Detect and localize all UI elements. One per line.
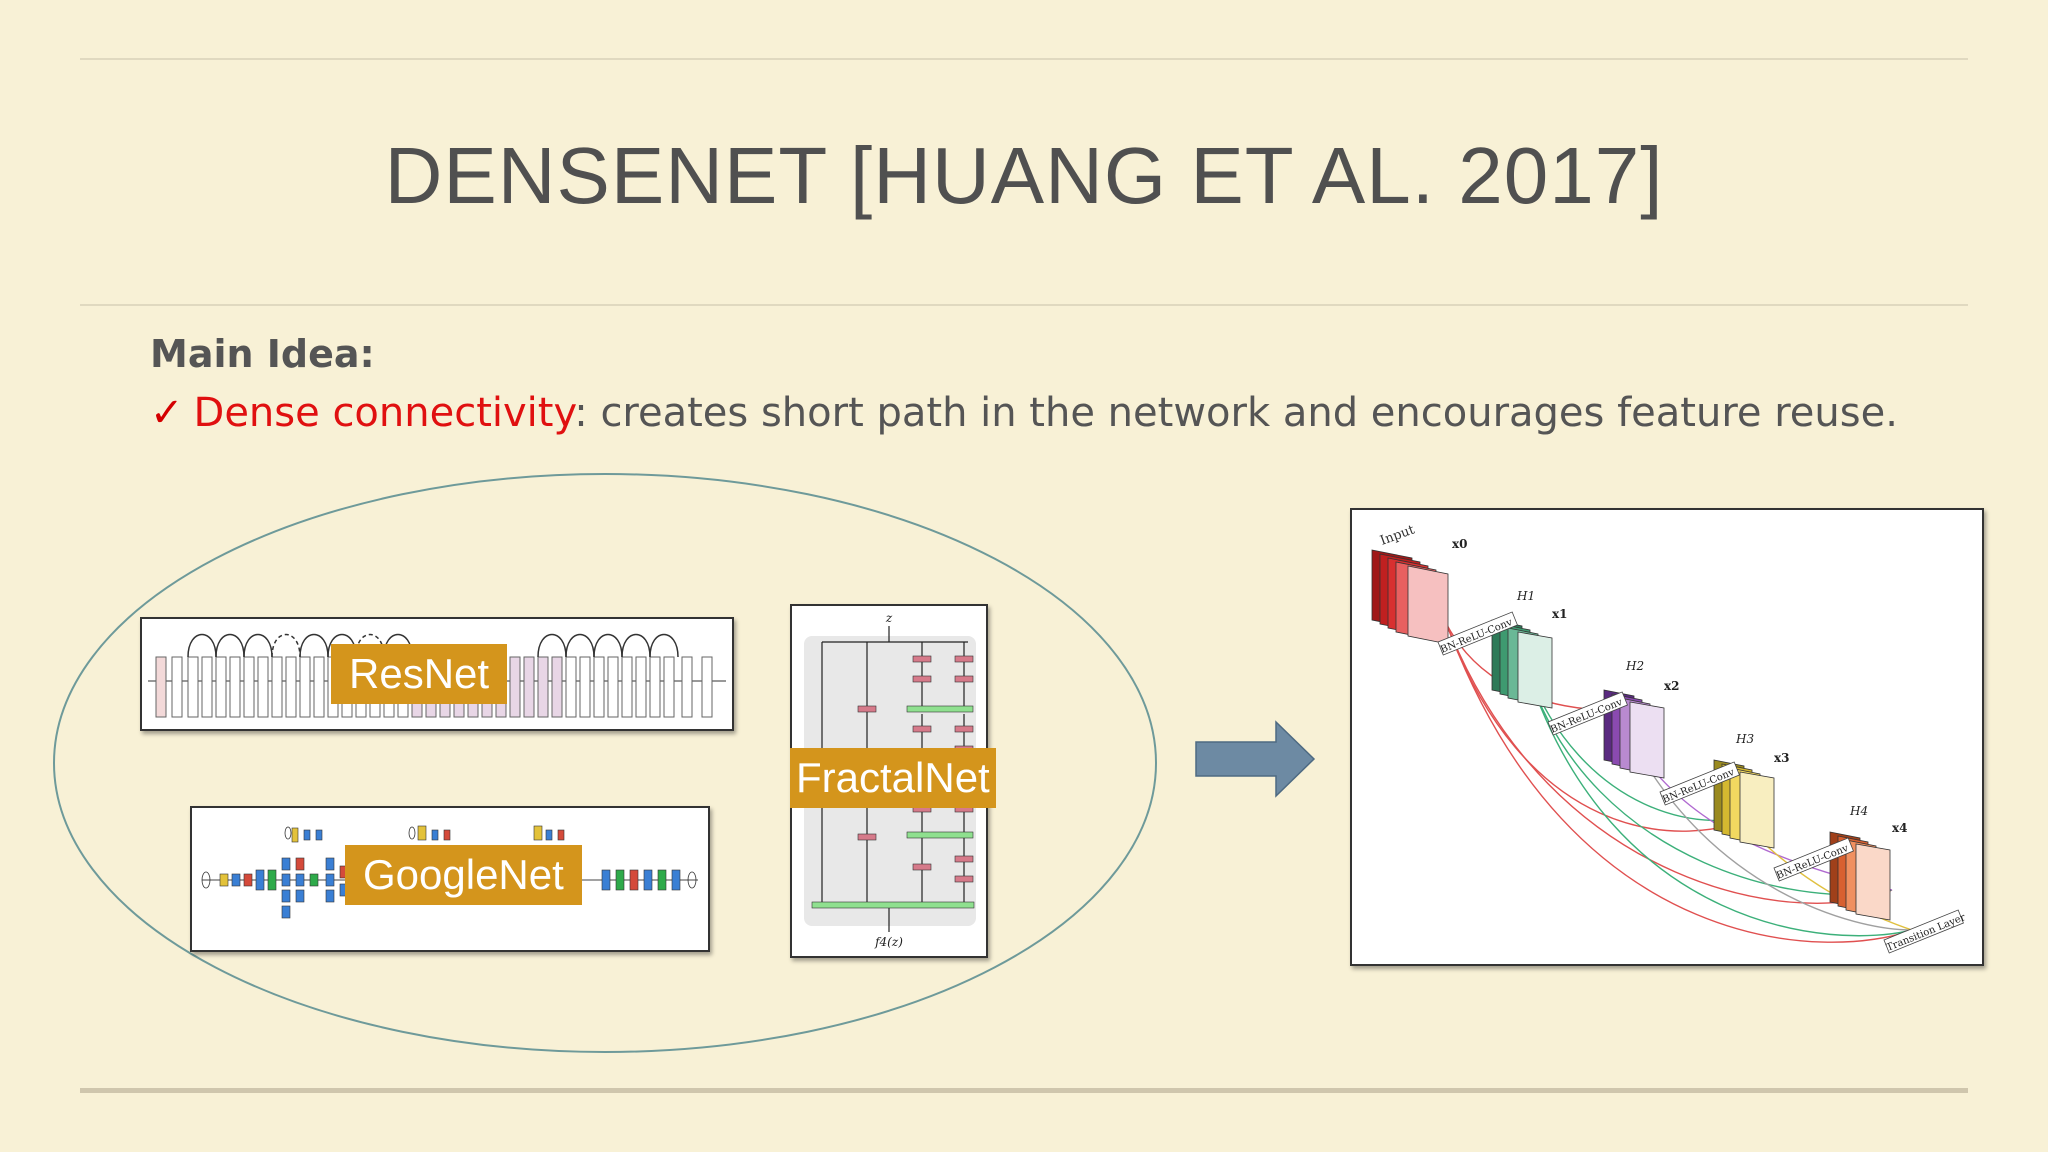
- h1-label: H1: [1516, 589, 1535, 603]
- h2-label: H2: [1625, 659, 1644, 673]
- bullet-text: : creates short path in the network and …: [574, 390, 1898, 436]
- h3-label: H3: [1735, 732, 1754, 746]
- densenet-input-label: Input: [1378, 522, 1417, 548]
- x1-label: x1: [1552, 607, 1568, 621]
- x2-label: x2: [1664, 679, 1680, 693]
- title-rule: [80, 304, 1968, 306]
- checkmark-icon: ✓: [150, 390, 184, 436]
- right-arrow-icon: [1195, 720, 1316, 798]
- fractal-input-label: z: [885, 611, 893, 625]
- densenet-block: Input x0 x1 H1 x2 H2: [1371, 522, 1967, 954]
- slide-title: DENSENET [HUANG ET AL. 2017]: [384, 131, 1664, 220]
- bottom-rule: [80, 1088, 1968, 1093]
- bullet-highlight: Dense connectivity: [193, 390, 575, 436]
- fractal-output-label: f4(z): [874, 935, 903, 949]
- top-rule: [80, 58, 1968, 60]
- bullet-point: ✓Dense connectivity: creates short path …: [150, 390, 1898, 436]
- x0-label: x0: [1452, 537, 1468, 551]
- x3-label: x3: [1774, 751, 1790, 765]
- googlenet-label: GoogleNet: [345, 845, 582, 905]
- densenet-diagram: Input x0 x1 H1 x2 H2: [1350, 508, 1984, 966]
- x4-label: x4: [1892, 821, 1908, 835]
- main-idea-label: Main Idea:: [150, 332, 375, 376]
- h4-label: H4: [1849, 804, 1868, 818]
- fractalnet-label: FractalNet: [790, 748, 996, 808]
- resnet-label: ResNet: [331, 644, 508, 704]
